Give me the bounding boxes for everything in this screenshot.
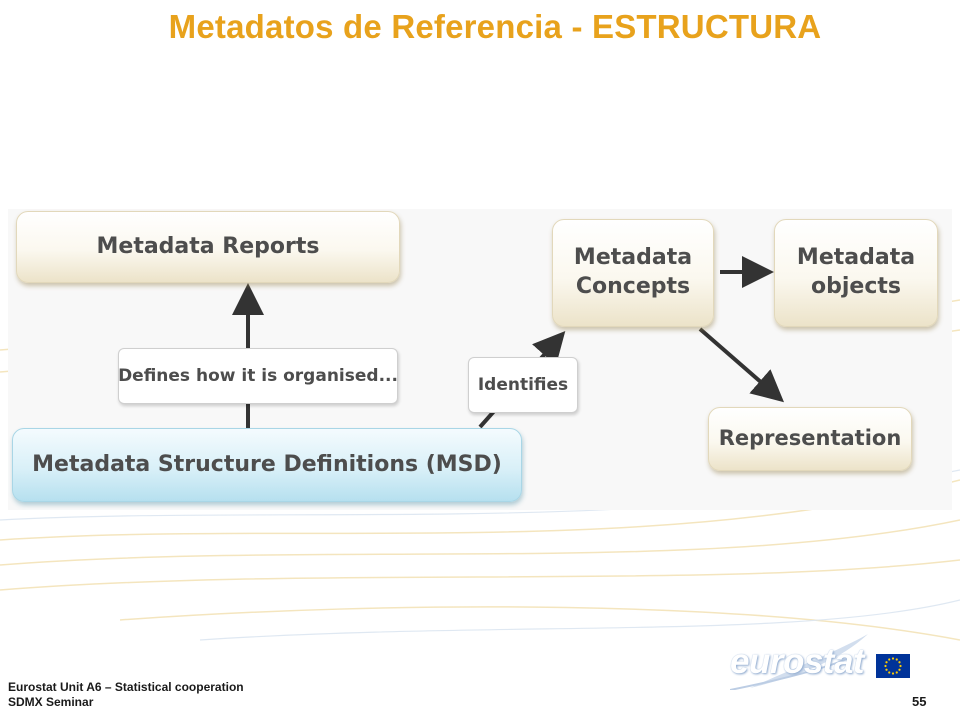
footer: Eurostat Unit A6 – Statistical cooperati… bbox=[8, 680, 244, 710]
footer-seminar: SDMX Seminar bbox=[8, 695, 94, 709]
eurostat-logo: eurostat bbox=[730, 630, 920, 690]
page-title: Metadatos de Referencia - ESTRUCTURA bbox=[168, 8, 822, 45]
page-number: 55 bbox=[912, 694, 927, 709]
node-metadata-reports: Metadata Reports bbox=[16, 211, 400, 283]
edge-label-identifies: Identifies bbox=[468, 357, 578, 413]
node-msd: Metadata Structure Definitions (MSD) bbox=[12, 428, 522, 502]
node-metadata-objects: Metadata objects bbox=[774, 219, 938, 327]
node-metadata-concepts: Metadata Concepts bbox=[552, 219, 714, 327]
eu-flag-icon bbox=[876, 654, 910, 678]
edge-label-defines: Defines how it is organised... bbox=[118, 348, 398, 404]
footer-unit: Eurostat Unit A6 – Statistical cooperati… bbox=[8, 680, 244, 694]
logo-swoosh-icon bbox=[730, 634, 868, 690]
logo-text: eurostat bbox=[730, 642, 865, 681]
node-representation: Representation bbox=[708, 407, 912, 471]
arrow-concepts-to-representation bbox=[698, 327, 785, 403]
msd-diagram: Metadata Reports Metadata Concepts Metad… bbox=[8, 209, 952, 510]
